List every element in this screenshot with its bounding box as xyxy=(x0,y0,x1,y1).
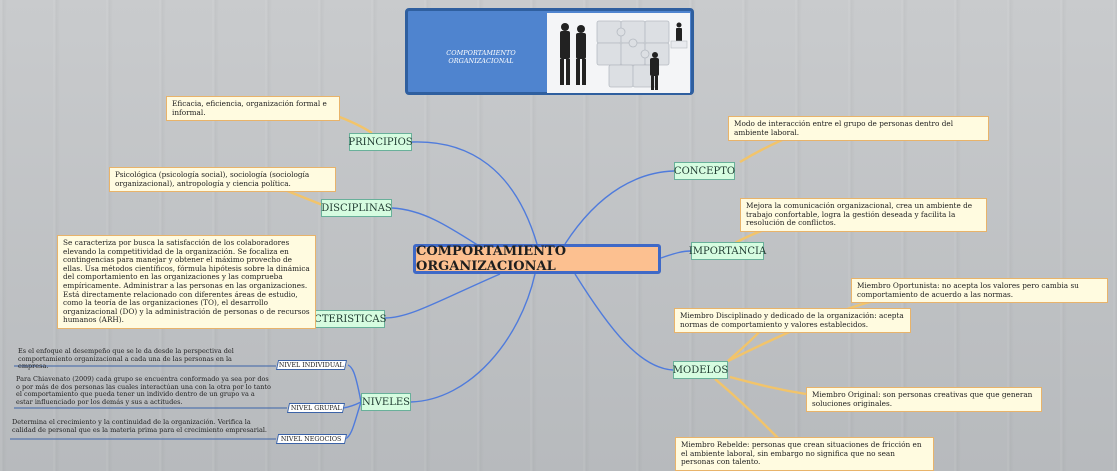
note-disciplinas: Psicológica (psicología social), sociolo… xyxy=(109,167,336,193)
subtopic-nivel-grupal-label: NIVEL GRUPAL xyxy=(290,404,342,412)
branch-nivel-negocios xyxy=(344,401,362,440)
text-nivel-grupal: Para Chiavenato (2009) cada grupo se enc… xyxy=(16,375,271,406)
topic-principios[interactable]: PRINCIPIOS xyxy=(348,133,413,151)
link-disciplinado-note xyxy=(727,330,761,362)
note-concepto: Modo de interacción entre el grupo de pe… xyxy=(728,116,989,142)
topic-concepto[interactable]: CONCEPTO xyxy=(674,162,735,180)
note-modelo-rebelde: Miembro Rebelde: personas que crean situ… xyxy=(675,437,934,471)
note-principios: Eficacia, eficiencia, organización forma… xyxy=(166,96,340,122)
business-people-puzzle-image xyxy=(547,13,690,93)
link-original-note xyxy=(729,375,807,396)
branch-caracteristicas xyxy=(384,273,501,319)
subtopic-nivel-negocios[interactable]: NIVEL NEGOCIOS xyxy=(275,434,348,444)
text-nivel-individual: Es el enfoque al desempeño que se le da … xyxy=(18,347,234,371)
subtopic-nivel-grupal[interactable]: NIVEL GRUPAL xyxy=(286,403,346,413)
subtopic-nivel-individual-label: NIVEL INDIVIDUAL xyxy=(279,361,344,369)
topic-niveles[interactable]: NIVELES xyxy=(361,393,411,411)
subtopic-nivel-negocios-label: NIVEL NEGOCIOS xyxy=(281,435,342,443)
branch-nivel-individual xyxy=(347,364,362,403)
note-modelo-original: Miembro Original: son personas creativas… xyxy=(806,387,1042,413)
branch-modelos xyxy=(574,273,674,371)
note-modelo-oportunista: Miembro Oportunista: no acepta los valor… xyxy=(851,278,1108,304)
link-disciplinas-note xyxy=(284,188,326,208)
topic-modelos[interactable]: MODELOS xyxy=(673,361,728,379)
header-banner: COMPORTAMIENTO ORGANIZACIONAL xyxy=(405,8,694,95)
branch-nivel-grupal xyxy=(342,401,362,409)
note-caracteristicas: Se caracteriza por busca la satisfacción… xyxy=(57,235,316,329)
subtopic-nivel-individual[interactable]: NIVEL INDIVIDUAL xyxy=(275,360,348,370)
header-title: COMPORTAMIENTO ORGANIZACIONAL xyxy=(446,49,516,65)
text-nivel-negocios: Determina el crecimiento y la continuida… xyxy=(12,418,267,434)
link-rebelde-note xyxy=(714,378,781,441)
central-topic[interactable]: COMPORTAMIENTO ORGANIZACIONAL xyxy=(413,244,661,274)
note-modelo-disciplinado: Miembro Disciplinado y dedicado de la or… xyxy=(674,308,911,334)
topic-importancia[interactable]: IMPORTANCIA xyxy=(689,242,766,260)
branch-importancia xyxy=(660,250,692,259)
note-importancia: Mejora la comunicación organizacional, c… xyxy=(740,198,987,232)
branch-niveles xyxy=(410,273,536,403)
branch-concepto xyxy=(564,170,675,245)
branch-principios xyxy=(411,141,538,245)
topic-disciplinas[interactable]: DISCIPLINAS xyxy=(321,199,392,217)
